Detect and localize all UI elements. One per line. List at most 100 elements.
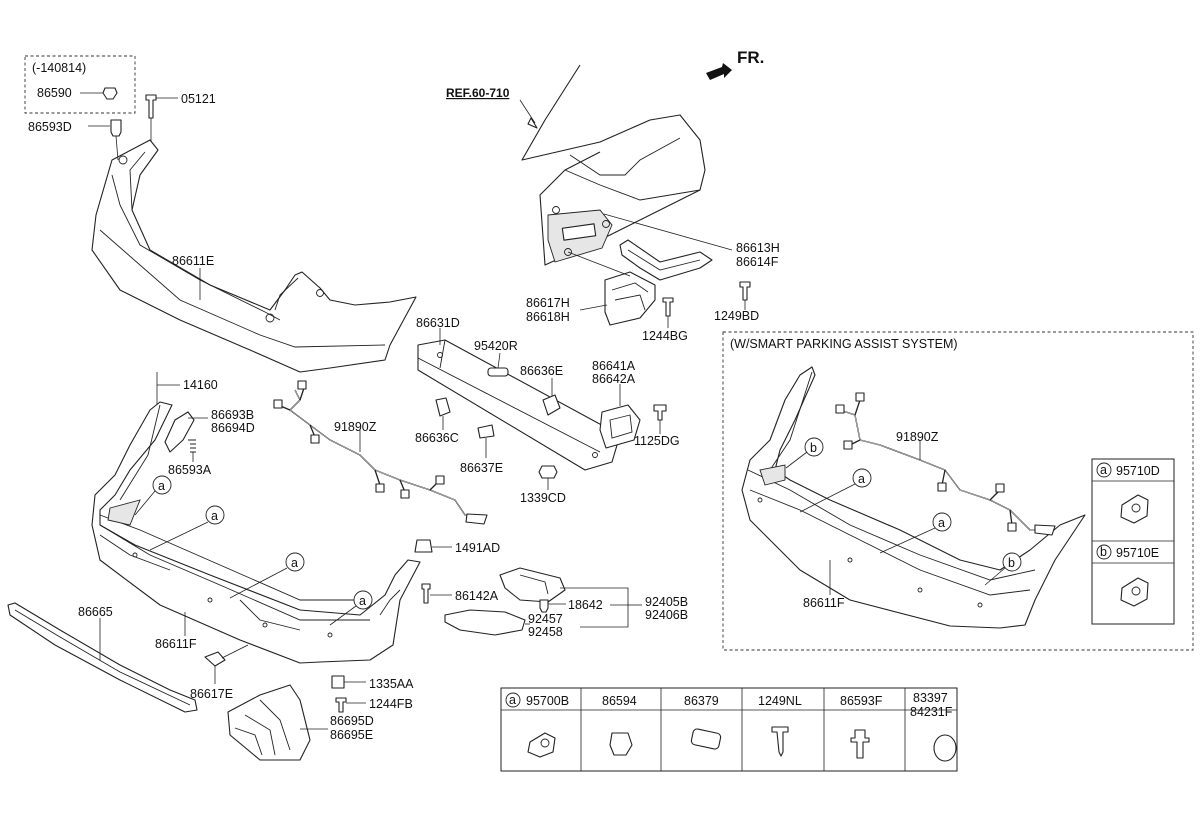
part-label-1249BD: 1249BD <box>714 309 759 323</box>
part-label-1125DG: 1125DG <box>634 434 680 448</box>
body-panel <box>521 64 706 266</box>
part-label-86695E: 86695E <box>330 728 373 742</box>
table-header-86379: 86379 <box>684 694 719 708</box>
bracket-icon <box>477 424 495 439</box>
part-label-1335AA: 1335AA <box>369 677 414 691</box>
nut-icon <box>538 465 558 479</box>
upper-bumper-cover <box>91 139 417 373</box>
lower-bumper-cover <box>91 401 421 664</box>
side-bracket <box>619 239 713 281</box>
legend-part-95710D: 95710D <box>1116 464 1160 478</box>
part-label-86631D: 86631D <box>416 316 460 330</box>
table-header-84231F: 84231F <box>910 705 953 719</box>
variant-date-label: (-140814) <box>32 61 86 75</box>
part-label-05121: 05121 <box>181 92 216 106</box>
callout-a: a <box>938 516 945 530</box>
part-label-91890Z: 91890Z <box>334 420 377 434</box>
inset-bumper-label: 86611F <box>803 596 845 610</box>
part-label-86611E: 86611E <box>172 254 214 268</box>
sensor-icon <box>1120 494 1149 524</box>
wiring-harness <box>273 380 488 525</box>
bulb-icon <box>539 599 549 613</box>
part-label-86142A: 86142A <box>455 589 499 603</box>
bolt-icon <box>662 297 674 317</box>
part-label-86611F: 86611F <box>155 637 197 651</box>
beam-end-bracket <box>599 404 641 449</box>
part-label-86636C: 86636C <box>415 431 459 445</box>
clip-icon <box>331 675 345 689</box>
bolt-icon <box>739 281 751 301</box>
parts-table: a 95700B 86594 86379 1249NL 86593F 83397… <box>500 687 958 772</box>
pad-icon <box>690 728 722 750</box>
legend-callout-a: a <box>1100 463 1107 477</box>
bracket-icon <box>164 411 195 453</box>
ref-label: REF.60-710 <box>446 86 510 100</box>
reflector-housing <box>499 567 566 603</box>
part-label-86693B: 86693B <box>211 408 254 422</box>
bolt-icon <box>421 583 431 604</box>
callout-a: a <box>359 594 366 608</box>
part-label-14160: 14160 <box>183 378 218 392</box>
legend-callout-b: b <box>1100 545 1107 559</box>
part-label-86614F: 86614F <box>736 255 779 269</box>
legend-part-95710E: 95710E <box>1116 546 1159 560</box>
table-callout-a: a <box>509 693 516 707</box>
variant-box: (-140814) 86590 <box>24 55 136 114</box>
mud-guard <box>227 684 311 761</box>
part-label-92406B: 92406B <box>645 608 688 622</box>
clip-icon <box>102 87 118 100</box>
part-label-86618H: 86618H <box>526 310 570 324</box>
bolt-icon <box>850 729 870 759</box>
bracket-icon <box>435 397 451 417</box>
part-label-86593A: 86593A <box>168 463 212 477</box>
table-header-86593F: 86593F <box>840 694 883 708</box>
part-label-86637E: 86637E <box>460 461 503 475</box>
bolt-icon <box>653 404 667 421</box>
reflector-lens <box>444 609 526 636</box>
table-header-83397: 83397 <box>913 691 948 705</box>
part-label-1491AD: 1491AD <box>455 541 500 555</box>
part-label-1339CD: 1339CD <box>520 491 566 505</box>
table-header-86594: 86594 <box>602 694 637 708</box>
part-label-92458: 92458 <box>528 625 563 639</box>
part-label-92405B: 92405B <box>645 595 688 609</box>
bumper-strip <box>7 602 198 713</box>
front-label: FR. <box>737 48 764 67</box>
screw-icon <box>771 726 789 757</box>
part-label-86617E: 86617E <box>190 687 233 701</box>
arrow-icon <box>527 117 538 129</box>
smart-parking-inset: (W/SMART PARKING ASSIST SYSTEM) 91890Z b… <box>722 331 1194 651</box>
part-label-86617H: 86617H <box>526 296 570 310</box>
part-label-86665: 86665 <box>78 605 113 619</box>
part-label-86641A: 86641A <box>592 359 636 373</box>
bumper-beam <box>417 339 621 471</box>
part-label-86694D: 86694D <box>211 421 255 435</box>
callout-a: a <box>158 479 165 493</box>
part-label-86642A: 86642A <box>592 372 636 386</box>
bracket-icon <box>542 394 561 416</box>
callout-a: a <box>291 556 298 570</box>
corner-bracket <box>604 271 656 326</box>
part-label-1244FB: 1244FB <box>369 697 413 711</box>
callout-a: a <box>858 472 865 486</box>
bolt-icon <box>145 94 157 119</box>
front-arrow-icon <box>706 63 732 80</box>
part-label-86593D: 86593D <box>28 120 72 134</box>
cover-cap <box>204 651 226 667</box>
part-label-86636E: 86636E <box>520 364 563 378</box>
part-label-18642: 18642 <box>568 598 603 612</box>
table-header-1249NL: 1249NL <box>758 694 802 708</box>
part-label-86590: 86590 <box>37 86 72 100</box>
table-header-95700B: 95700B <box>526 694 569 708</box>
inset-title: (W/SMART PARKING ASSIST SYSTEM) <box>730 337 958 351</box>
callout-a: a <box>211 509 218 523</box>
part-label-1244BG: 1244BG <box>642 329 688 343</box>
cap-icon <box>414 539 433 553</box>
plug-icon <box>933 734 957 762</box>
part-label-86695D: 86695D <box>330 714 374 728</box>
inset-harness-label: 91890Z <box>896 430 939 444</box>
callout-b: b <box>1008 556 1015 570</box>
part-label-92457: 92457 <box>528 612 563 626</box>
part-label-95420R: 95420R <box>474 339 518 353</box>
